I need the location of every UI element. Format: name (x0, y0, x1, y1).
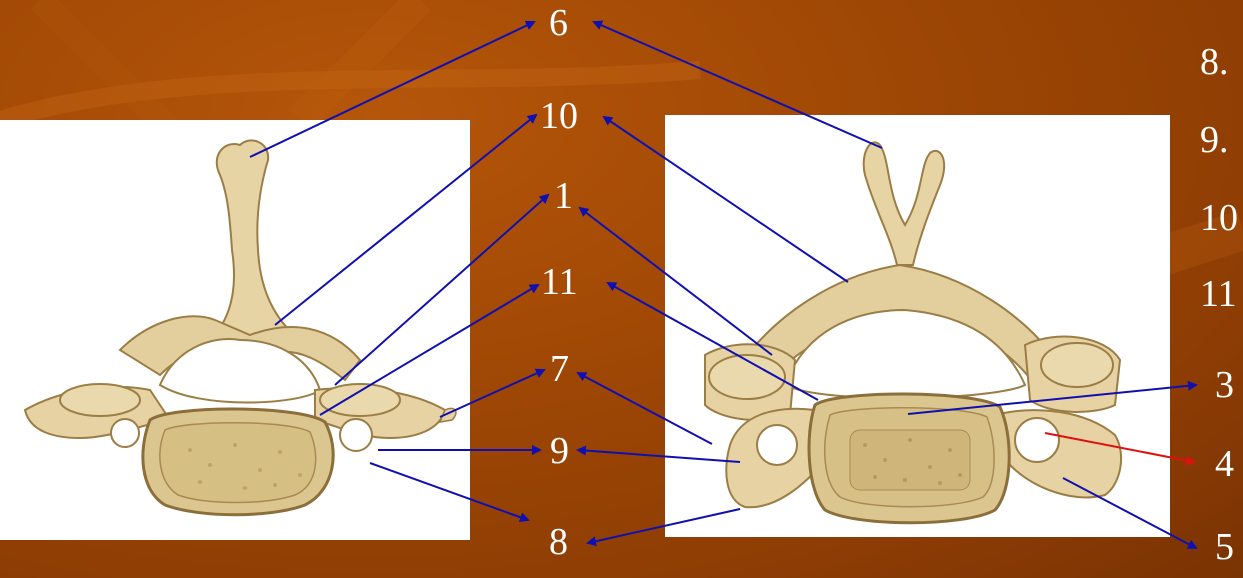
arrow-7-right (578, 373, 712, 444)
arrow-11-right (608, 283, 818, 400)
arrow-6-right (594, 22, 882, 148)
arrow-3 (908, 385, 1196, 414)
arrow-5 (1063, 478, 1196, 548)
arrow-1-left (335, 195, 548, 385)
arrow-8-left (370, 463, 528, 520)
arrow-7-left (440, 370, 544, 417)
arrow-9-right (578, 450, 740, 462)
arrow-6-left (250, 22, 534, 157)
arrow-4 (1045, 433, 1194, 462)
arrow-11-left (320, 285, 538, 415)
arrow-10-right (604, 117, 848, 282)
arrow-1-right (580, 208, 772, 355)
arrow-8-right (588, 509, 740, 543)
arrow-10-left (275, 115, 536, 325)
